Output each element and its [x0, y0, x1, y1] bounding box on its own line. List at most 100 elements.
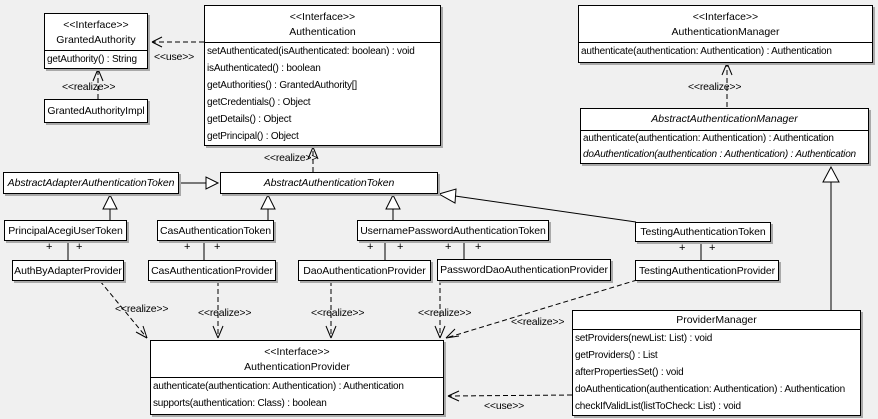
edge-generalization-providermanager-to-abstractmanager — [822, 165, 840, 310]
class-method: doAuthentication(authentication : Authen… — [583, 149, 856, 160]
class-name: UsernamePasswordAuthenticationToken — [360, 224, 546, 237]
class-method: afterPropertiesSet() : void — [575, 367, 684, 378]
class-box-provider-manager[interactable]: ProviderManager setProviders(newList: Li… — [572, 310, 861, 416]
association-plus-label: + — [184, 241, 191, 253]
edge-label-realize: <<realize>> — [688, 81, 742, 93]
arrowhead-realize-down-authbyadapter — [135, 325, 148, 339]
class-method: setAuthenticated(isAuthenticated: boolea… — [207, 46, 415, 57]
class-name: GrantedAuthority — [56, 34, 136, 46]
class-methods: authenticate(authentication: Authenticat… — [151, 378, 443, 412]
edge-label-use: <<use>> — [484, 400, 525, 412]
class-method: getDetails() : Object — [207, 114, 292, 125]
class-name: TestingAuthenticationProvider — [638, 264, 775, 277]
arrowhead-realize-down-passworddao — [434, 325, 446, 339]
class-method: getAuthorities() : GrantedAuthority[] — [207, 80, 357, 91]
class-box-granted-authority[interactable]: <<Interface>> GrantedAuthority getAuthor… — [44, 13, 148, 69]
class-box-dao-authentication-provider[interactable]: DaoAuthenticationProvider — [298, 260, 431, 281]
arrowhead-use-left-ga — [151, 36, 163, 48]
class-name: AuthenticationManager — [671, 26, 780, 38]
association-plus-label: + — [445, 241, 452, 253]
association-plus-label: + — [76, 241, 83, 253]
class-box-testing-authentication-provider[interactable]: TestingAuthenticationProvider — [635, 260, 779, 281]
class-method: setProviders(newList: List) : void — [575, 333, 713, 344]
class-method: authenticate(authentication: Authenticat… — [581, 46, 832, 57]
class-name: TestingAuthenticationToken — [640, 226, 766, 238]
class-box-auth-by-adapter-provider[interactable]: AuthByAdapterProvider — [12, 260, 124, 281]
class-name: DaoAuthenticationProvider — [303, 264, 426, 277]
class-box-granted-authority-impl[interactable]: GrantedAuthorityImpl — [44, 99, 148, 123]
class-box-cas-authentication-token[interactable]: CasAuthenticationToken — [157, 220, 274, 241]
class-box-testing-authentication-token[interactable]: TestingAuthenticationToken — [635, 222, 771, 242]
class-box-abstract-authentication-manager[interactable]: AbstractAuthenticationManager authentica… — [580, 108, 869, 164]
class-method: getProviders() : List — [575, 350, 658, 361]
association-plus-label: + — [679, 242, 686, 254]
edge-generalization-usernametoken-to-abstracttoken — [385, 193, 401, 220]
class-name: PasswordDaoAuthenticationProvider — [440, 264, 608, 276]
class-method: supports(authentication: Class) : boolea… — [153, 398, 327, 409]
class-method: getCredentials() : Object — [207, 97, 311, 108]
class-method: getAuthority() : String — [47, 54, 137, 65]
class-title: <<Interface>> Authentication — [205, 6, 440, 43]
class-name: AbstractAuthenticationManager — [581, 109, 868, 131]
class-method: getPrincipal() : Object — [207, 131, 299, 142]
class-title: <<Interface>> AuthenticationManager — [579, 6, 872, 43]
class-name: AuthByAdapterProvider — [14, 264, 122, 277]
association-plus-label: + — [475, 241, 482, 253]
edge-label-realize: <<realize>> — [115, 303, 169, 315]
class-box-cas-authentication-provider[interactable]: CasAuthenticationProvider — [148, 260, 276, 281]
edge-generalization-testingtoken-to-abstracttoken — [437, 188, 637, 223]
class-name: GrantedAuthorityImpl — [47, 105, 145, 117]
class-name: Authentication — [289, 26, 356, 38]
class-methods: getAuthority() : String — [45, 51, 147, 68]
class-name: ProviderManager — [573, 311, 860, 330]
edge-use-providermanager-to-authprovider — [447, 394, 573, 397]
class-name: PrincipalAcegiUserToken — [8, 224, 123, 237]
class-name: AbstractAdapterAuthenticationToken — [7, 177, 175, 189]
class-box-password-dao-authentication-provider[interactable]: PasswordDaoAuthenticationProvider — [437, 259, 611, 281]
edge-generalization-castoken-to-abstracttoken — [260, 193, 276, 220]
arrowhead-realize-up-ga — [92, 68, 104, 82]
class-box-abstract-adapter-authentication-token[interactable]: AbstractAdapterAuthenticationToken — [3, 172, 179, 194]
class-name: AbstractAuthenticationToken — [263, 177, 395, 189]
class-box-principal-acegi-user-token[interactable]: PrincipalAcegiUserToken — [4, 220, 127, 241]
class-box-authentication-provider[interactable]: <<Interface>> AuthenticationProvider aut… — [150, 340, 444, 415]
arrowhead-realize-up-authentication — [307, 146, 319, 160]
edge-label-realize: <<realize>> — [62, 81, 116, 93]
class-title: <<Interface>> AuthenticationProvider — [151, 341, 443, 378]
class-method: authenticate(authentication: Authenticat… — [153, 381, 404, 392]
class-method: isAuthenticated() : boolean — [207, 63, 321, 74]
class-box-username-password-authentication-token[interactable]: UsernamePasswordAuthenticationToken — [357, 220, 549, 241]
arrowhead-realize-up-authmanager — [721, 62, 733, 76]
class-box-authentication[interactable]: <<Interface>> Authentication setAuthenti… — [204, 5, 441, 146]
edge-realize-authbyadapter-to-authprovider — [99, 280, 148, 339]
edge-label-realize: <<realize>> — [418, 307, 472, 319]
class-box-authentication-manager[interactable]: <<Interface>> AuthenticationManager auth… — [578, 5, 873, 63]
arrowhead-realize-down-testing — [445, 328, 460, 339]
class-name: CasAuthenticationToken — [159, 224, 272, 237]
edge-label-realize: <<realize>> — [511, 316, 565, 328]
edge-label-use: <<use>> — [154, 51, 195, 63]
class-stereotype: <<Interface>> — [692, 11, 759, 23]
class-stereotype: <<Interface>> — [264, 346, 330, 358]
arrowhead-use-left-authprovider — [447, 390, 460, 402]
class-name: AuthenticationProvider — [244, 361, 350, 373]
arrowhead-realize-down-cas — [212, 325, 224, 339]
edge-label-realize: <<realize>> — [311, 307, 365, 319]
class-methods: setProviders(newList: List) : void getPr… — [573, 330, 860, 415]
association-plus-label: + — [709, 242, 716, 254]
class-stereotype: <<Interface>> — [289, 11, 356, 23]
class-method: authenticate(authentication: Authenticat… — [583, 133, 834, 144]
class-name: CasAuthenticationProvider — [151, 264, 273, 277]
association-plus-label: + — [214, 241, 221, 253]
arrowhead-realize-down-dao — [325, 325, 337, 339]
edge-generalization-principaltoken-to-adaptertoken — [102, 193, 118, 220]
class-methods: authenticate(authentication: Authenticat… — [579, 43, 872, 61]
edge-realize-testingprovider-to-authprovider — [445, 279, 638, 339]
association-plus-label: + — [46, 241, 53, 253]
class-box-abstract-authentication-token[interactable]: AbstractAuthenticationToken — [220, 172, 438, 194]
class-method: checkIfValidList(listToCheck: List) : vo… — [575, 401, 741, 412]
association-plus-label: + — [397, 241, 404, 253]
class-title: <<Interface>> GrantedAuthority — [45, 14, 147, 51]
